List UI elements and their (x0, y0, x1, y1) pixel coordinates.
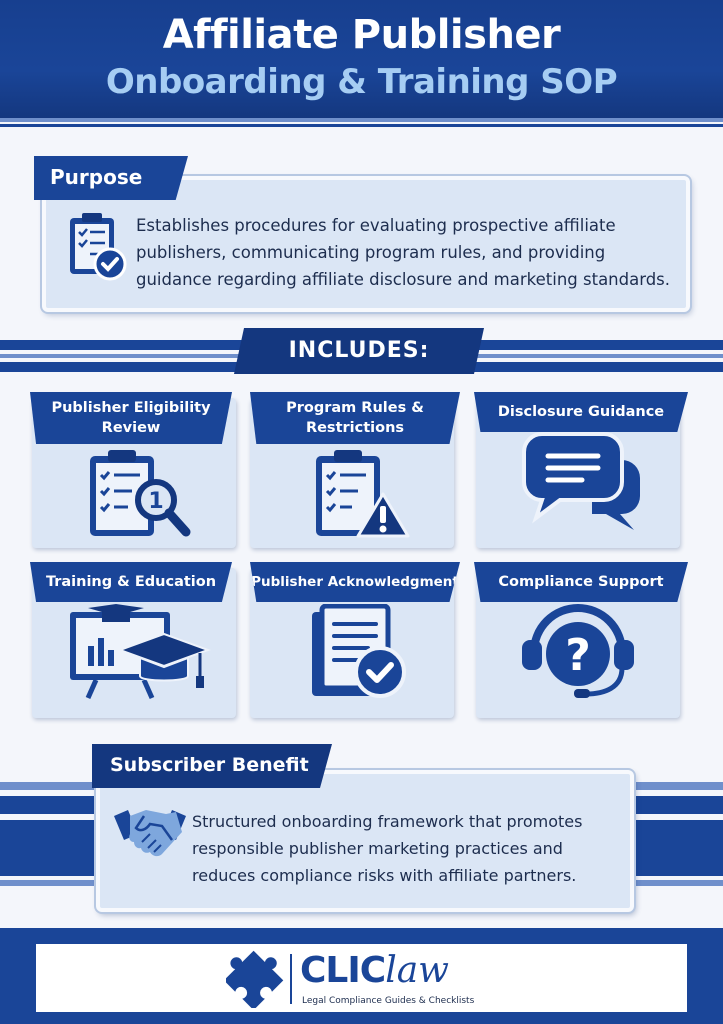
svg-text:1: 1 (148, 489, 163, 514)
benefit-heading: Subscriber Benefit (92, 744, 332, 788)
includes-heading: INCLUDES: (234, 328, 484, 374)
includes-heading-label: INCLUDES: (288, 338, 430, 363)
header-divider (0, 118, 723, 122)
svg-text:?: ? (565, 630, 591, 681)
logo-law-text: law (385, 950, 449, 991)
card-heading: Training & Education (30, 562, 232, 602)
card-label: Compliance Support (498, 574, 664, 590)
clipboard-warning-icon (316, 450, 410, 538)
benefit-panel (96, 770, 634, 912)
page-title: Affiliate Publisher (162, 12, 561, 58)
page-subtitle: Onboarding & Training SOP (105, 62, 618, 102)
card-label: Training & Education (45, 574, 217, 590)
speech-bubbles-icon (522, 432, 640, 530)
purpose-heading-label: Purpose (50, 165, 143, 189)
logo-divider (290, 954, 292, 1004)
header-divider (0, 124, 723, 127)
graduation-cap-icon (70, 604, 211, 700)
card-label: Publisher Acknowledgment (251, 574, 459, 590)
card-heading: Program Rules & Restrictions (250, 392, 460, 444)
card-heading: Publisher Eligibility Review (30, 392, 232, 444)
benefit-description: Structured onboarding framework that pro… (192, 812, 583, 885)
brand-tagline: Legal Compliance Guides & Checklists (302, 996, 475, 1006)
card-heading: Disclosure Guidance (474, 392, 688, 432)
clipboard-search-icon: 1 (90, 450, 191, 537)
puzzle-logo-icon (226, 950, 284, 1008)
card-label: Publisher Eligibility Review (51, 400, 211, 436)
benefit-heading-label: Subscriber Benefit (110, 754, 309, 776)
logo-clic-text: CLIC (300, 950, 386, 991)
brand-logo: CLIClaw (300, 950, 449, 994)
handshake-icon (114, 810, 186, 857)
footer-logo-area (36, 944, 687, 1012)
card-heading: Compliance Support (474, 562, 688, 602)
card-heading: Publisher Acknowledgment (250, 562, 460, 602)
card-label: Disclosure Guidance (497, 404, 665, 420)
clipboard-check-icon (70, 213, 127, 281)
purpose-heading: Purpose (34, 156, 188, 200)
headset-question-icon: ? (522, 604, 634, 698)
purpose-description: Establishes procedures for evaluating pr… (136, 216, 671, 289)
document-check-icon (312, 604, 406, 698)
card-label: Program Rules & Restrictions (286, 400, 424, 436)
header-banner: Affiliate Publisher Onboarding & Trainin… (0, 0, 723, 127)
